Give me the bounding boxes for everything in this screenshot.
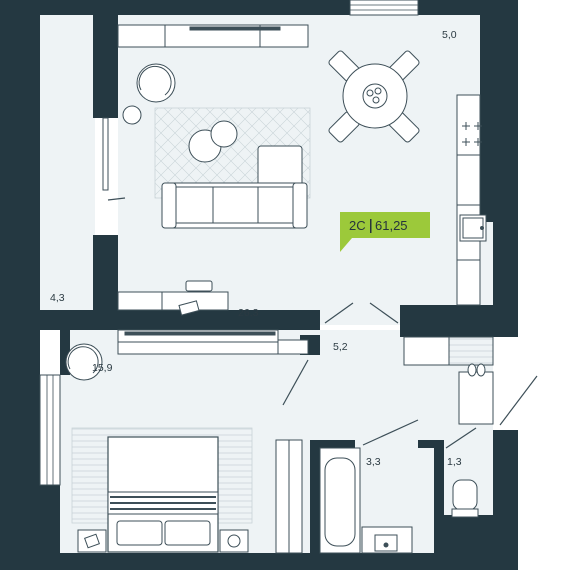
bathtub	[319, 447, 361, 554]
balcony-door	[102, 117, 126, 201]
tv-shelf	[117, 24, 309, 48]
bedroom-armchair-icon	[65, 343, 103, 381]
bathroom-sink	[361, 526, 413, 554]
area-bathroom: 3,3	[366, 456, 381, 468]
entry-shelf	[403, 336, 494, 425]
apartment-badge: 2С 61,25	[340, 212, 430, 252]
area-kitchen: 5,0	[442, 29, 457, 41]
window-bedroom	[39, 374, 61, 486]
coffee-table	[188, 120, 238, 163]
bed	[71, 427, 253, 553]
area-balcony: 4,3	[50, 292, 65, 304]
hall-closet	[275, 439, 303, 554]
apartment-area: 61,25	[375, 218, 408, 233]
stove-icon	[462, 122, 482, 146]
desk	[117, 280, 229, 316]
sofa	[161, 145, 308, 229]
kitchen-counter	[456, 94, 481, 306]
area-wc: 1,3	[447, 456, 462, 468]
walls	[0, 0, 518, 570]
door-swings	[282, 302, 477, 449]
wardrobe	[117, 329, 309, 355]
armchair-icon	[122, 63, 176, 125]
area-living: 26,3	[238, 307, 259, 319]
window-top	[349, 0, 419, 16]
dining-table	[328, 50, 420, 143]
toilet	[451, 479, 479, 518]
area-bedroom: 15,9	[92, 362, 113, 374]
sink-icon	[459, 214, 487, 242]
area-hall: 5,2	[333, 341, 348, 353]
apartment-type: 2С	[349, 218, 366, 233]
entrance-door	[493, 337, 538, 430]
